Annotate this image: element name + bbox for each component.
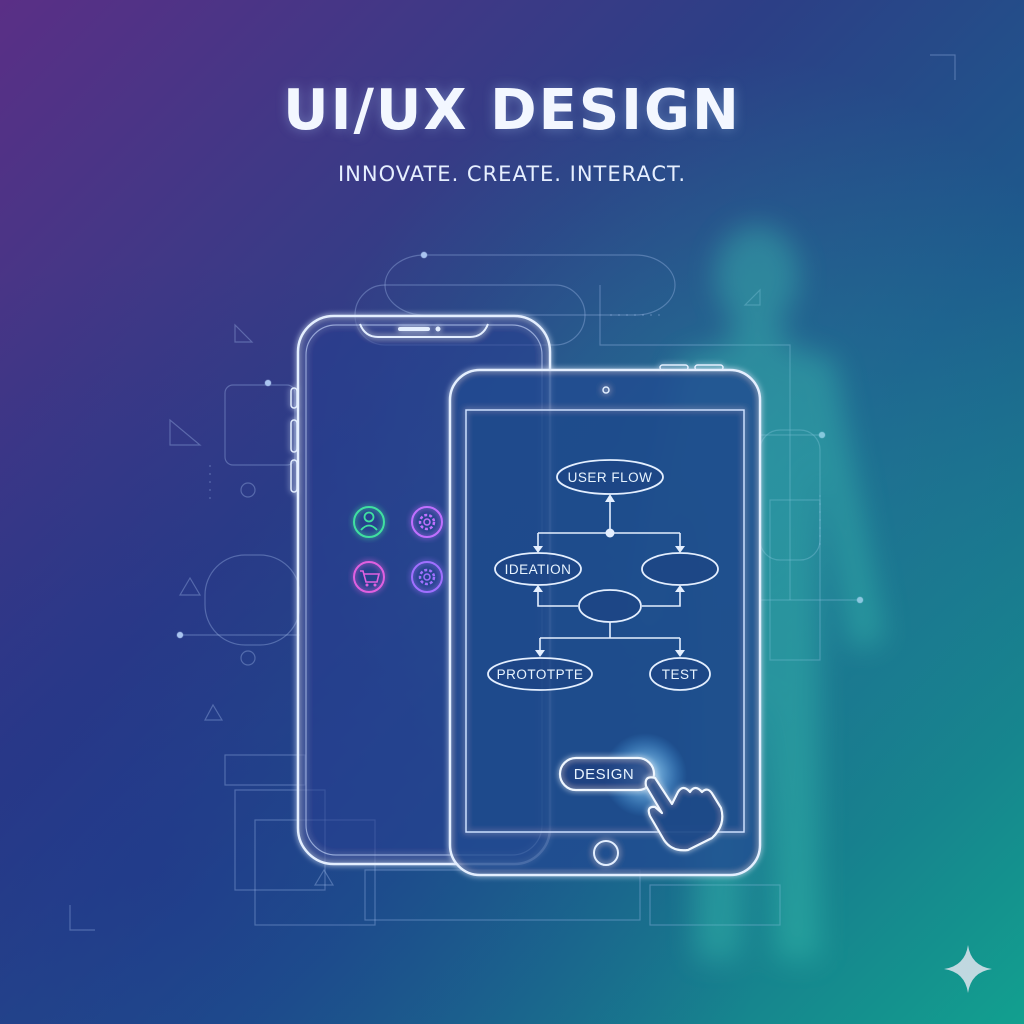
flow-label-prototype: PROTOTPTE [497, 667, 584, 682]
cart-icon[interactable] [353, 561, 385, 593]
flow-label-test: TEST [662, 667, 699, 682]
tagline: INNOVATE. CREATE. INTERACT. [337, 162, 687, 186]
hand-cursor-icon [644, 776, 724, 852]
user-icon[interactable] [353, 506, 385, 538]
sparkle-icon [944, 945, 992, 993]
design-button-label: DESIGN [574, 766, 635, 783]
flow-label-user-flow: USER FLOW [568, 470, 653, 485]
flow-node-user-flow[interactable]: USER FLOW [556, 459, 664, 495]
flow-node-ideation[interactable]: IDEATION [494, 552, 582, 586]
gear-icon[interactable] [411, 561, 443, 593]
flow-node-blank[interactable] [641, 552, 719, 586]
gear-icon[interactable] [411, 506, 443, 538]
design-button[interactable]: DESIGN [558, 756, 656, 792]
flow-arrowheads [533, 494, 685, 657]
flow-node-prototype[interactable]: PROTOTPTE [487, 657, 593, 691]
flow-label-ideation: IDEATION [505, 562, 572, 577]
flow-node-center[interactable] [578, 589, 642, 623]
page-title: UI/UX DESIGN [283, 78, 741, 143]
flow-node-test[interactable]: TEST [649, 657, 711, 691]
